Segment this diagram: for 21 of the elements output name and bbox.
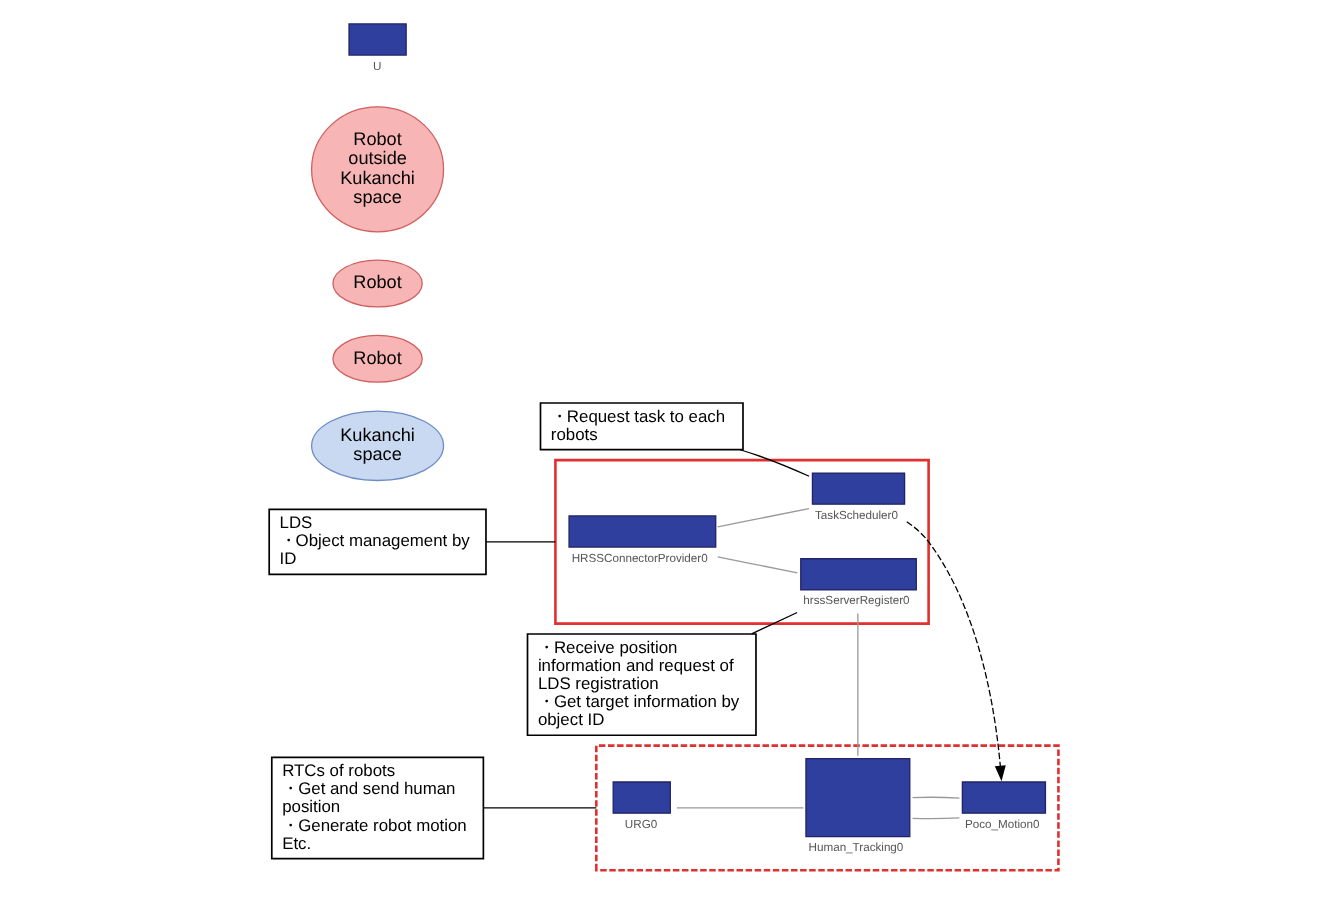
- node-box: LDS ・Object management by ID: [267, 508, 486, 576]
- node-box: ・Request task to each robots: [538, 402, 743, 451]
- node-ellipse: Robot: [331, 334, 422, 383]
- connector: [716, 507, 809, 528]
- node-box: ・Receive position information and request of LDS registration ・Get target information by object ID: [525, 633, 756, 737]
- node-circle: Robot outside Kukanchi space: [309, 106, 444, 233]
- connector: [484, 541, 556, 543]
- node-ellipse: Kukanchi space: [309, 410, 444, 482]
- node-box: RTCs of robots ・Get and send human position ・Generate robot motion Etc.: [269, 756, 484, 860]
- node-ellipse: Robot: [331, 259, 422, 308]
- cluster: [594, 744, 1059, 872]
- connector: [675, 807, 803, 809]
- connector: [738, 449, 809, 477]
- connector: [856, 612, 858, 757]
- arrow: [905, 521, 1005, 782]
- connector: [716, 556, 798, 574]
- connector: [481, 807, 596, 809]
- cluster: [553, 458, 929, 625]
- connector: [910, 817, 960, 820]
- connector: [910, 796, 960, 799]
- connector: [750, 611, 797, 635]
